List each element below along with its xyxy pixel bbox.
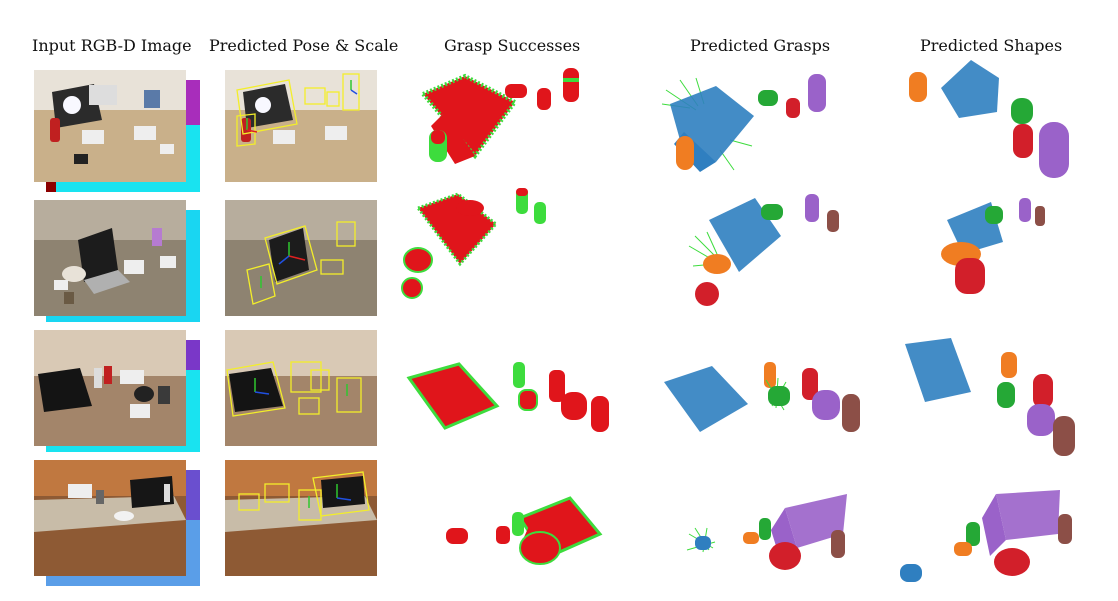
predicted-grasps-row-3	[660, 358, 860, 438]
predicted-grasps-row-1	[660, 70, 840, 180]
pose-image-row-3	[225, 330, 379, 448]
predicted-grasps-row-4	[685, 490, 855, 574]
input-image-row-1	[34, 70, 204, 196]
predicted-shapes-row-4	[896, 480, 1086, 588]
predicted-shapes-row-3	[903, 336, 1083, 460]
grasp-successes-row-3	[405, 358, 615, 438]
predicted-grasps-row-2	[685, 190, 845, 310]
grasp-successes-row-1	[415, 64, 595, 174]
pose-image-row-4	[225, 460, 379, 578]
input-image-row-2	[34, 200, 204, 326]
grasp-successes-row-2	[400, 184, 570, 304]
input-image-row-4	[34, 460, 204, 586]
pose-image-row-1	[225, 70, 379, 184]
predicted-shapes-row-2	[935, 192, 1065, 300]
grasp-successes-row-4	[440, 494, 610, 570]
header-predicted-shapes: Predicted Shapes	[920, 36, 1063, 55]
input-image-row-3	[34, 330, 204, 456]
header-input: Input RGB-D Image	[32, 36, 192, 55]
header-grasp-successes: Grasp Successes	[444, 36, 581, 55]
predicted-shapes-row-1	[905, 58, 1075, 182]
pose-image-row-2	[225, 200, 379, 318]
header-predicted-grasps: Predicted Grasps	[690, 36, 831, 55]
header-pose: Predicted Pose & Scale	[209, 36, 399, 55]
